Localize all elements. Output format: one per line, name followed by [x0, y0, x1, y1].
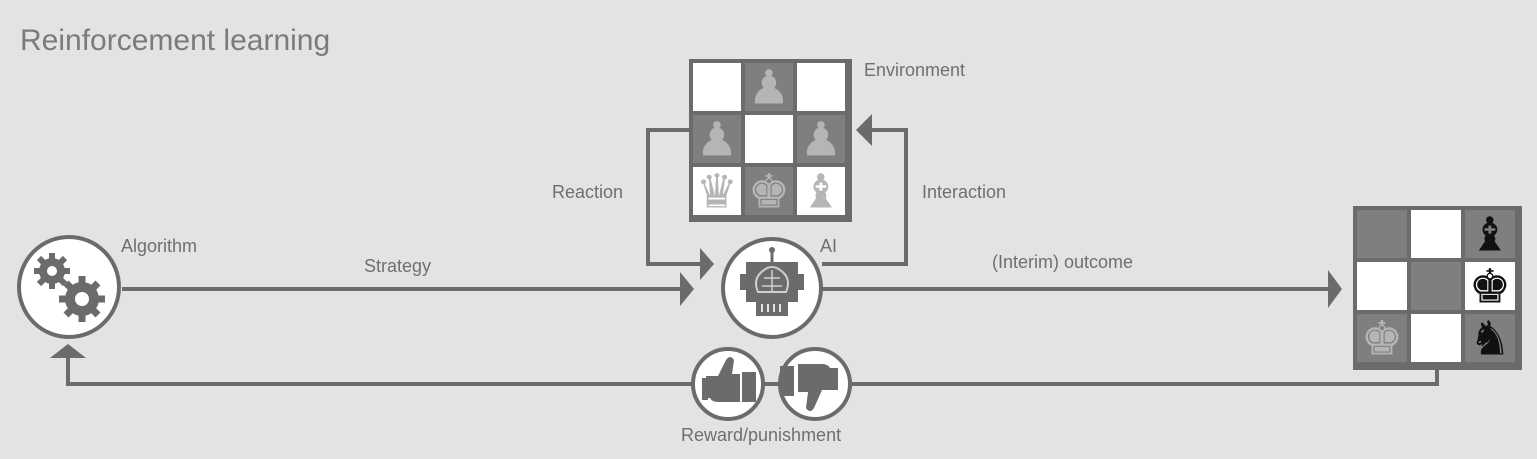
ai-node	[721, 237, 823, 339]
outcome-board-square	[1411, 210, 1461, 258]
gears-icon	[34, 253, 105, 322]
interaction-label: Interaction	[922, 182, 1007, 202]
arrowheads	[50, 114, 1342, 358]
outcome-board-square	[1357, 314, 1407, 362]
reward-label: Reward/punishment	[681, 425, 842, 445]
environment-board-square	[745, 115, 793, 163]
interaction-line	[822, 128, 908, 266]
connectors	[66, 128, 1439, 386]
environment-board-square	[693, 63, 741, 111]
diagram-title: Reinforcement learning	[20, 24, 331, 57]
feedback-arrowhead	[50, 344, 86, 358]
reaction-label: Reaction	[552, 182, 624, 202]
robot-brain-icon	[740, 247, 804, 316]
outcome-board-piece: ♝	[1469, 208, 1511, 263]
outcome-board-piece: ♞	[1469, 312, 1511, 367]
environment-label: Environment	[864, 60, 966, 80]
reaction-arrowhead	[700, 248, 714, 280]
outcome-arrowhead	[1328, 270, 1342, 308]
environment-board-piece: ♛	[696, 165, 738, 220]
environment-board-square	[693, 167, 741, 215]
reaction-line	[646, 128, 700, 266]
reward-node	[691, 347, 765, 421]
feedback-line-left	[66, 358, 692, 386]
strategy-label: Strategy	[364, 256, 432, 276]
environment-board-piece: ♟	[696, 113, 738, 168]
outcome-board-square	[1357, 210, 1407, 258]
outcome-board-square	[1411, 314, 1461, 362]
thumbs-down-icon	[780, 364, 838, 411]
thumbs-up-icon	[702, 357, 756, 402]
environment-board: ♟♟♟♛♚♝	[689, 59, 852, 222]
environment-board-square	[693, 115, 741, 163]
outcome-board-square	[1465, 210, 1515, 258]
environment-board-square	[797, 167, 845, 215]
outcome-board-piece: ♚	[1361, 312, 1403, 367]
punishment-node	[778, 347, 852, 421]
algorithm-label: Algorithm	[121, 236, 198, 256]
outcome-board-piece: ♚	[1469, 260, 1511, 315]
strategy-arrowhead	[680, 272, 694, 306]
environment-board-square	[745, 63, 793, 111]
environment-board-piece: ♝	[800, 165, 842, 220]
feedback-line	[852, 368, 1439, 386]
environment-board-square	[797, 115, 845, 163]
environment-board-square	[745, 167, 793, 215]
outcome-board-square	[1357, 262, 1407, 310]
interaction-arrowhead	[856, 114, 872, 146]
outcome-board-square	[1411, 262, 1461, 310]
environment-board-piece: ♟	[748, 61, 790, 116]
environment-board-square	[797, 63, 845, 111]
outcome-board: ♝♚♚♞	[1353, 206, 1522, 370]
environment-board-piece: ♟	[800, 113, 842, 168]
algorithm-node	[17, 235, 121, 339]
ai-label: AI	[820, 236, 838, 256]
outcome-board-square	[1465, 262, 1515, 310]
outcome-label: (Interim) outcome	[992, 252, 1134, 272]
environment-board-piece: ♚	[748, 165, 790, 220]
outcome-board-square	[1465, 314, 1515, 362]
